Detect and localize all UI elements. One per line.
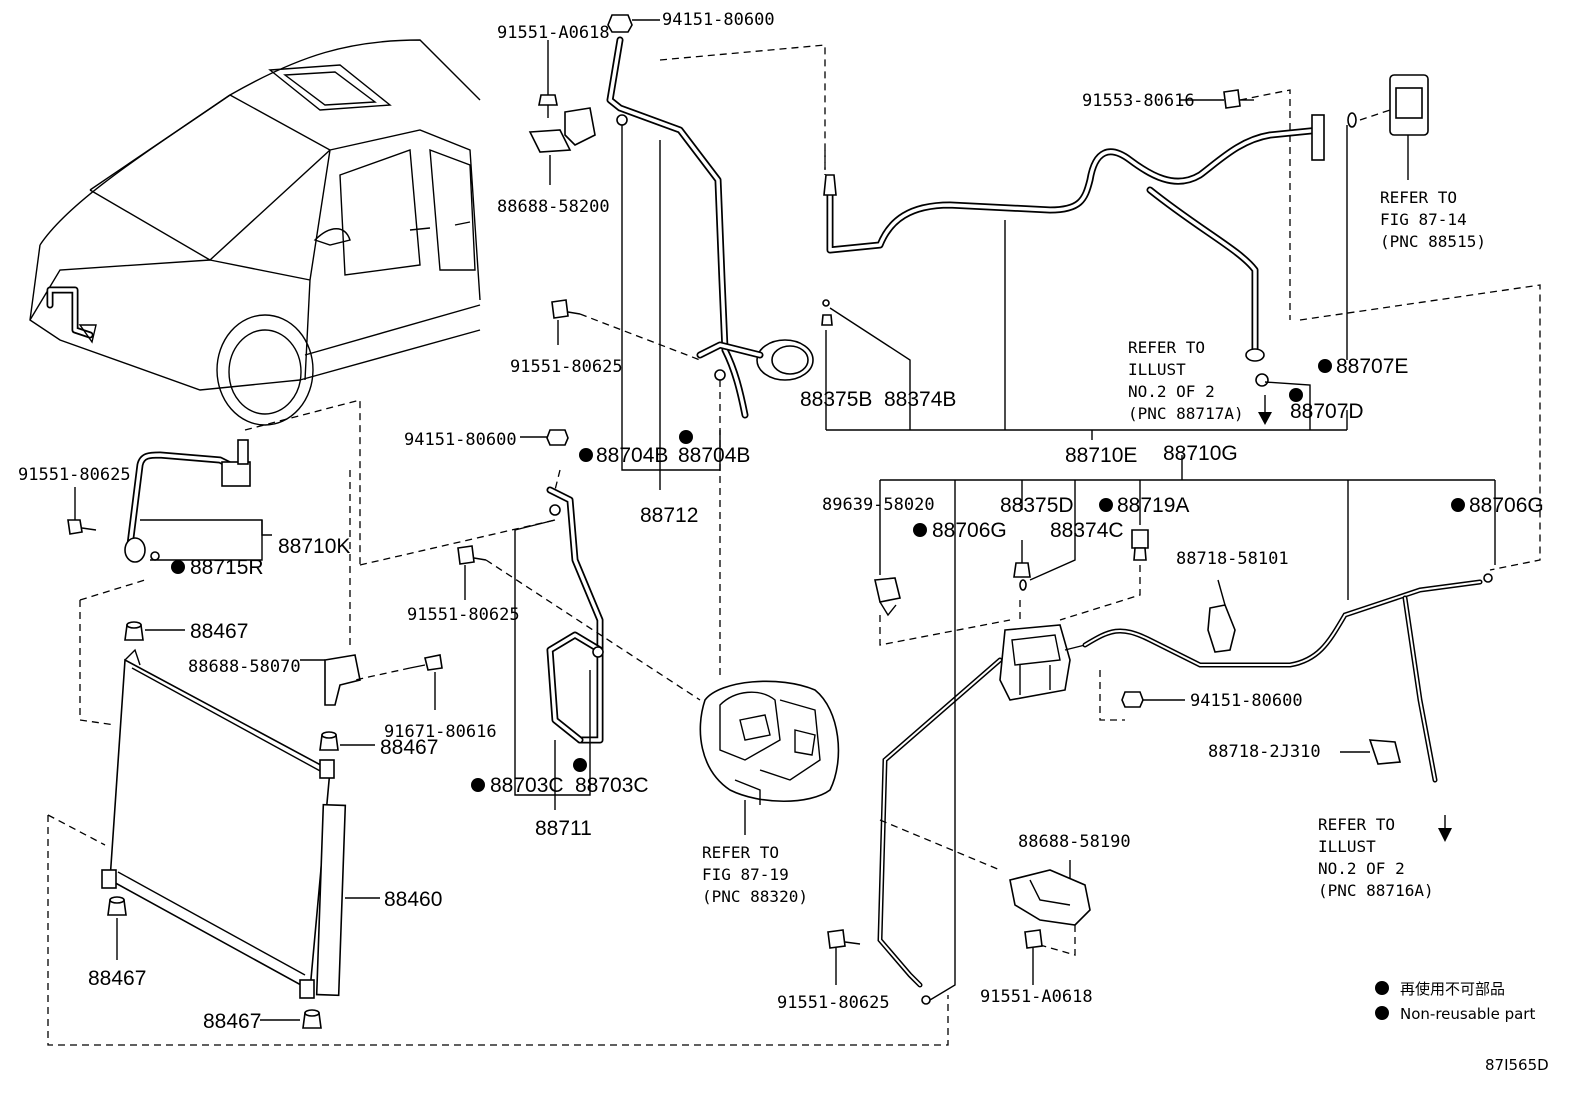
label-p18: 88712 [640,504,698,527]
label-p22: 88711 [535,817,592,840]
label-p19: 91551-80625 [407,605,520,625]
label-p27: 88707D [1290,400,1364,423]
label-p32: 88375D [1000,494,1074,517]
note-illust2b-line3: NO.2 OF 2 [1318,859,1405,878]
nonreusable-marker [579,448,593,462]
label-p15: 88467 [203,1010,261,1033]
nonreusable-marker [1289,388,1303,402]
label-p8: 88715R [190,556,264,579]
label-p5: 94151-80600 [404,430,517,450]
note-illust2a-line2: ILLUST [1128,360,1186,379]
nonreusable-marker [573,758,587,772]
vehicle-illustration [29,39,481,426]
center-hoses-group [457,14,840,835]
label-p10: 88688-58070 [188,657,301,677]
label-p24: 88375B [800,388,872,411]
note-fig8719-line2: FIG 87-19 [702,865,789,884]
label-p26: 88707E [1336,355,1408,378]
note-fig8714-line2: FIG 87-14 [1380,210,1467,229]
label-p3: 88688-58200 [497,197,610,217]
legend: 再使用不可部品 Non-reusable part [1375,980,1535,1023]
label-p2: 94151-80600 [662,10,775,30]
note-fig8719-line3: (PNC 88320) [702,887,808,906]
note-illust2a-line3: NO.2 OF 2 [1128,382,1215,401]
label-p9: 88467 [190,620,248,643]
nonreusable-marker [171,560,185,574]
note-illust2a-line4: (PNC 88717A) [1128,404,1244,423]
note-illust2b-line1: REFER TO [1318,815,1395,834]
label-p38: 88718-2J310 [1208,742,1321,762]
label-p34: 88719A [1117,494,1189,517]
note-fig8714-line3: (PNC 88515) [1380,232,1486,251]
legend-marker-en [1375,1006,1389,1020]
figure-id: 87I565D [1485,1056,1549,1074]
legend-marker-jp [1375,981,1389,995]
label-p25: 88374B [884,388,956,411]
label-p6: 91551-80625 [18,465,131,485]
legend-text-jp: 再使用不可部品 [1400,980,1505,998]
note-fig8714-line1: REFER TO [1380,188,1457,207]
label-p4: 91551-80625 [510,357,623,377]
label-p11: 91671-80616 [384,722,497,742]
label-p30: 89639-58020 [822,495,935,515]
condenser-group [47,399,949,1046]
label-p40: 91551-80625 [777,993,890,1013]
refer-notes: REFER TO FIG 87-14 (PNC 88515) REFER TO … [702,188,1486,906]
label-p39: 88688-58190 [1018,832,1131,852]
nonreusable-marker [1318,359,1332,373]
label-p28: 88710E [1065,444,1137,467]
nonreusable-marker [679,430,693,444]
label-p16: 88704B [596,444,668,467]
label-p20: 88703C [490,774,564,797]
label-p31: 88706G [932,519,1007,542]
note-illust2a-line1: REFER TO [1128,338,1205,357]
label-p12: 88467 [380,736,438,759]
nonreusable-marker [471,778,485,792]
label-p21: 88703C [575,774,649,797]
label-p7: 88710K [278,535,350,558]
label-p37: 94151-80600 [1190,691,1303,711]
label-p1: 91551-A0618 [497,23,610,43]
label-p36: 88706G [1469,494,1544,517]
label-p13: 88460 [384,888,442,911]
part-labels: 91551-A0618 94151-80600 88688-58200 9155… [18,10,1544,1033]
label-p14: 88467 [88,967,146,990]
label-p29: 88710G [1163,442,1238,465]
nonreusable-marker [1451,498,1465,512]
label-p41: 91551-A0618 [980,987,1093,1007]
legend-text-en: Non-reusable part [1400,1005,1535,1023]
note-illust2b-line2: ILLUST [1318,837,1376,856]
nonreusable-marker [1099,498,1113,512]
label-p33: 88374C [1050,519,1124,542]
nonreusable-marker [913,523,927,537]
label-p17: 88704B [678,444,750,467]
note-fig8719-line1: REFER TO [702,843,779,862]
note-illust2b-line4: (PNC 88716A) [1318,881,1434,900]
label-p35: 88718-58101 [1176,549,1289,569]
lower-right-group [827,284,1541,1005]
label-p23: 91553-80616 [1082,91,1195,111]
upper-right-pipes-group [659,44,1429,440]
